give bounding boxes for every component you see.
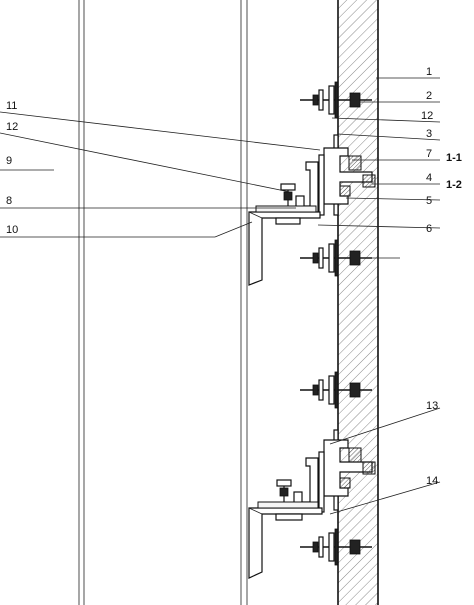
label-2: 2 — [426, 90, 432, 102]
label-6: 6 — [426, 223, 432, 235]
label-7: 7 — [426, 148, 432, 160]
label-1-2: 1-2 — [446, 179, 462, 191]
label-3: 3 — [426, 128, 432, 140]
anchor-bolt — [300, 528, 372, 566]
label-1: 1 — [426, 66, 432, 78]
leader-lines — [0, 77, 441, 515]
part-labels: 1 2 12 3 7 1-1 4 1-2 5 6 11 12 9 8 10 13… — [6, 66, 462, 487]
label-13: 13 — [426, 400, 438, 412]
label-5: 5 — [426, 195, 432, 207]
lower-connection-assembly — [248, 429, 376, 579]
label-9: 9 — [6, 155, 12, 167]
label-8: 8 — [6, 195, 12, 207]
label-10: 10 — [6, 224, 18, 236]
label-14: 14 — [426, 475, 438, 487]
anchor-bolt — [300, 371, 372, 409]
label-1-1: 1-1 — [446, 152, 462, 164]
label-12-left: 12 — [6, 121, 18, 133]
upper-connection-assembly — [248, 134, 376, 286]
label-11: 11 — [6, 100, 17, 112]
label-12-right: 12 — [421, 110, 433, 122]
concrete-wall — [337, 0, 379, 605]
label-4: 4 — [426, 172, 432, 184]
glass-panel-lines — [78, 0, 248, 605]
